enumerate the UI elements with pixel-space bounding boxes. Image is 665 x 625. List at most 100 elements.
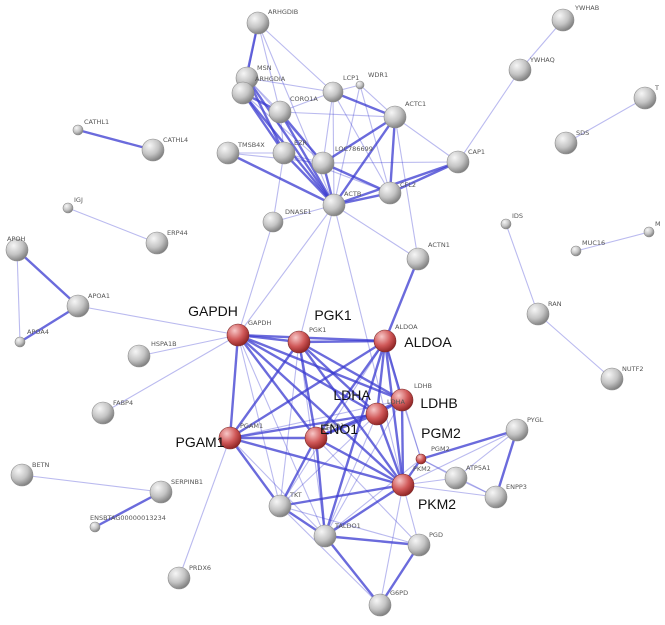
edge-dnase1-gapdh [237,221,274,336]
highlight-label-pgk1: PGK1 [314,307,352,323]
node-coro1a[interactable] [268,100,292,124]
edge-msn-actb [246,77,335,206]
node-eno1[interactable] [304,426,328,450]
node-label-enpp3: ENPP3 [506,483,527,491]
node-erp44[interactable] [145,231,169,255]
edge-ids-ran [505,223,539,315]
node-label-msn: MSN [257,64,272,72]
node-ran[interactable] [526,302,550,326]
edge-pygl-pkm2 [402,429,518,486]
edge-gapdh-aldoa [237,333,386,343]
edge-sds-t [565,97,646,144]
node-enpp3[interactable] [484,485,508,509]
edge-gapdh-taldo1 [237,334,326,537]
node-actb[interactable] [322,193,346,217]
node-label-taldo1: TALDO1 [334,522,361,530]
node-apoh[interactable] [5,238,29,262]
node-ldha[interactable] [365,402,389,426]
edge-ywhaq-cap1 [457,69,521,163]
edge-pkm2-g6pd [379,484,404,606]
node-label-apoa1: APOA1 [88,292,110,300]
edge-apoh-apoa4 [16,249,21,343]
node-cap1[interactable] [446,150,470,174]
node-label-arhgdia: ARHGDIA [255,75,286,83]
node-label-ran: RAN [548,300,562,308]
node-label-pgk1: PGK1 [309,326,326,334]
node-label-ywhaq: YWHAQ [529,56,555,64]
node-cfl2[interactable] [378,181,402,205]
edge-actc1-loc786699 [322,115,396,165]
node-label-serpinb1: SERPINB1 [171,478,203,486]
node-aldoa[interactable] [373,329,397,353]
node-t[interactable] [633,86,657,110]
node-ywhaq[interactable] [508,58,532,82]
node-loc786699[interactable] [311,151,335,175]
node-pgk1[interactable] [287,330,311,354]
edge-eno1-taldo1 [314,437,327,537]
node-cathl1[interactable] [72,124,84,136]
edge-pgam1-tkt [229,437,281,507]
edge-aldoa-tkt [279,340,386,507]
node-ensbtag[interactable] [89,521,101,533]
node-taldo1[interactable] [313,524,337,548]
node-muc16[interactable] [570,245,582,257]
node-apoa4[interactable] [14,336,26,348]
edge-tmsb4x-actb [227,151,335,207]
edge-pkm2-tkt [279,483,404,508]
node-arhgdib[interactable] [246,11,270,35]
node-label-ldha: LDHA [387,398,406,406]
edge-loc786699-cfl2 [322,161,391,195]
node-m[interactable] [643,226,655,238]
node-nutf2[interactable] [600,367,624,391]
node-label-pkm2: PKM2 [413,465,431,473]
node-apoa1[interactable] [66,294,90,318]
node-betn[interactable] [10,463,34,487]
node-atp5a1[interactable] [444,466,468,490]
highlight-label-gapdh: GAPDH [188,303,238,319]
node-label-apoh: APOH [7,235,25,243]
node-ywhab[interactable] [551,8,575,32]
node-gapdh[interactable] [226,323,250,347]
node-arhgdia[interactable] [231,81,255,105]
edge-arhgdia-loc786699 [242,92,324,164]
node-fabp4[interactable] [91,401,115,425]
node-label-cathl1: CATHL1 [84,118,109,126]
edge-ldha-taldo1 [324,413,378,537]
edge-pkm2-taldo1 [324,483,404,538]
node-serpinb1[interactable] [149,480,173,504]
node-sds[interactable] [554,131,578,155]
node-ezr[interactable] [272,141,296,165]
node-lcp1[interactable] [322,81,344,103]
node-pgam1[interactable] [218,426,242,450]
edge-msn-lcp1 [246,77,334,93]
edge-pgam1-taldo1 [229,437,326,537]
edge-pgk1-aldoa [298,339,386,344]
node-label-actc1: ACTC1 [405,100,426,108]
node-pygl[interactable] [505,418,529,442]
node-ldhb[interactable] [390,388,414,412]
node-ids[interactable] [500,218,512,230]
node-actc1[interactable] [383,105,407,129]
node-cathl4[interactable] [141,138,165,162]
node-label-betn: BETN [32,461,50,469]
node-pgd[interactable] [407,533,431,557]
node-actn1[interactable] [406,247,430,271]
node-tkt[interactable] [268,494,292,518]
edge-pgam1-pkm2 [229,436,404,487]
node-label-lcp1: LCP1 [343,74,359,82]
node-label-pygl: PYGL [527,416,544,424]
edge-coro1a-actc1 [279,111,396,118]
node-g6pd[interactable] [368,593,392,617]
node-pkm2[interactable] [391,473,415,497]
node-wdr1[interactable] [355,80,365,90]
edge-actb-pgk1 [298,204,335,343]
node-igj[interactable] [62,202,74,214]
node-hspa1b[interactable] [127,344,151,368]
edge-gapdh-hspa1b [138,334,239,357]
node-dnase1[interactable] [262,211,284,233]
node-pgm2[interactable] [415,453,427,465]
edge-gapdh-eno1 [237,334,317,439]
node-prdx6[interactable] [167,566,191,590]
node-tmsb4x[interactable] [216,141,240,165]
